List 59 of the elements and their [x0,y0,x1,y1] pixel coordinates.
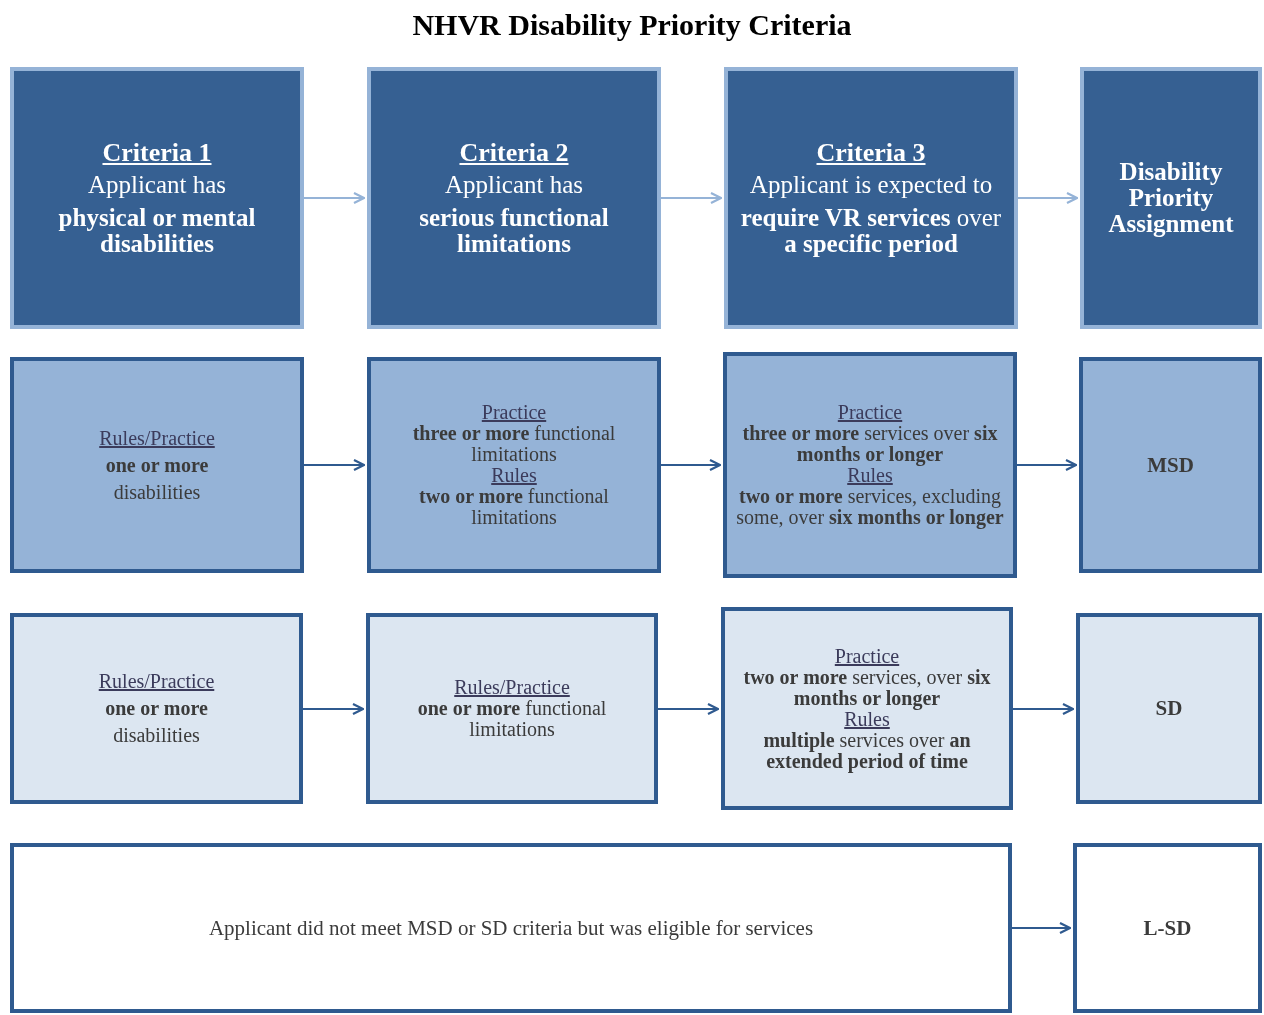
box-text: L-SD [1143,916,1192,939]
box-heading: Criteria 1 [102,138,212,167]
criteria-box [724,67,1018,329]
lsd-criteria-box [10,843,1012,1013]
box-text: two or more functional limitations [418,486,610,528]
diagram-title: NHVR Disability Priority Criteria [411,8,853,42]
arrow [302,702,365,716]
box-heading: Rules/Practice [99,427,215,449]
box-heading: Rules [491,465,537,486]
box-heading: Rules/Practice [98,671,215,692]
sd-criteria-box [721,607,1013,810]
msd-criteria-box [723,352,1017,578]
box-text: Applicant has [87,172,227,199]
box-heading: Rules [844,708,890,730]
box-heading: Practice [834,645,900,667]
assignment-box [1080,67,1262,329]
box-text: three or more functional limitations [411,423,617,465]
box-text: three or more services over six months or longer [741,423,999,465]
box-text: disabilities [113,725,200,746]
criteria-box [10,67,304,329]
box-heading: Criteria 3 [816,138,926,167]
arrow [303,458,366,472]
msd-criteria-box [10,357,304,573]
box-heading: Practice [481,402,547,423]
msd-level-box [1079,357,1262,573]
box-heading: Rules/Practice [454,677,570,698]
arrow [657,702,720,716]
box-text: SD [1155,697,1183,720]
arrow [1017,191,1079,205]
arrow [660,458,722,472]
criteria-box [367,67,661,329]
box-text: MSD [1147,453,1194,476]
box-text: one or more functional limitations [416,698,608,740]
box-text: Applicant has [444,172,584,199]
arrow [1011,921,1072,935]
msd-criteria-box [367,357,661,573]
sd-level-box [1076,613,1262,804]
box-text: Applicant is expected to [749,172,993,199]
box-text: disabilities [113,481,201,503]
sd-criteria-box [10,613,303,804]
arrow [660,191,723,205]
arrow [1012,702,1075,716]
box-heading: Practice [837,402,903,423]
box-heading: Rules [847,465,893,486]
box-text: two or more services, over six months or longer [742,666,992,709]
box-text: physical or mental disabilities [57,204,257,257]
arrow [1016,458,1078,472]
box-text: serious functional limitations [418,204,610,257]
box-text: Applicant did not meet MSD or SD criteria but was eligible for services [208,916,814,939]
arrow [303,191,366,205]
box-text: one or more [105,454,209,476]
box-heading: Criteria 2 [459,138,569,167]
sd-criteria-box [366,613,658,804]
box-text: require VR services over a specific period [739,204,1003,257]
box-text: one or more [105,698,208,719]
box-text: multiple services over an extended period of time [762,729,972,772]
box-text: two or more services, excluding some, over six months or longer [735,486,1005,528]
lsd-level-box [1073,843,1262,1013]
box-text: Disability Priority Assignment [1107,158,1235,238]
